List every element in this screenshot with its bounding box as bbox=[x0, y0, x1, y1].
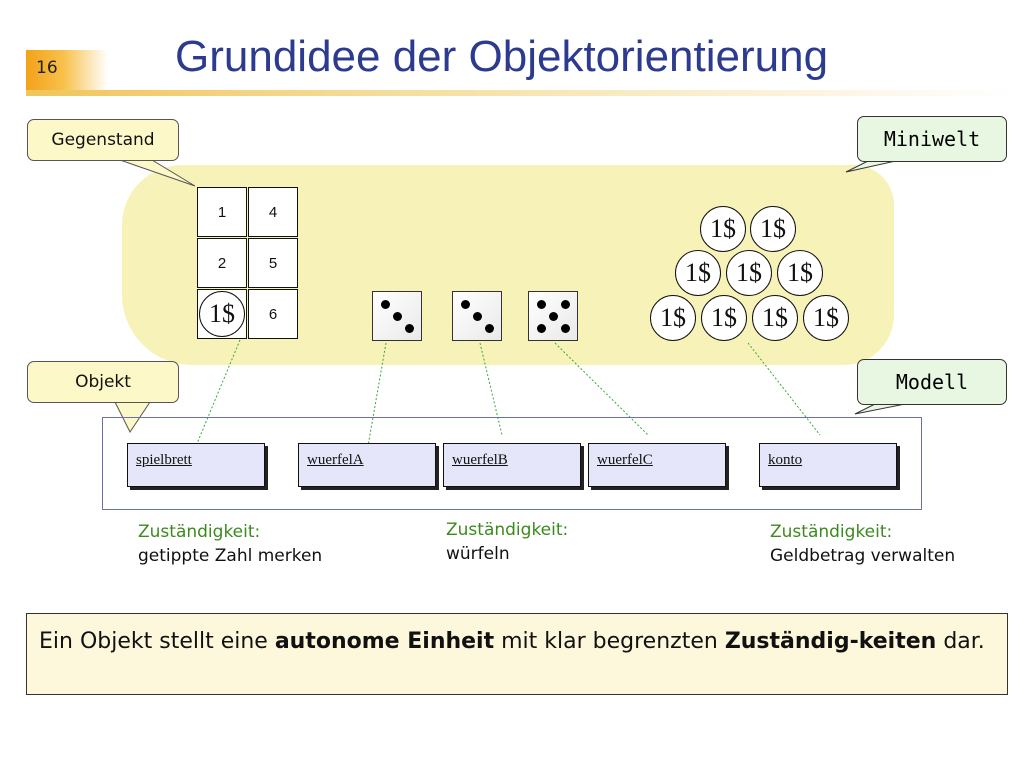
responsibility-spielbrett: Zuständigkeit: getippte Zahl merken bbox=[138, 522, 398, 566]
summary-text: mit klar begrenzten bbox=[494, 629, 725, 654]
board-cell-bet: 1$ bbox=[197, 289, 247, 339]
responsibility-body: würfeln bbox=[446, 544, 510, 564]
board-cell: 6 bbox=[248, 289, 298, 339]
summary-text: Ein Objekt stellt eine bbox=[39, 629, 275, 654]
responsibility-body: getippte Zahl merken bbox=[138, 546, 323, 566]
object-wuerfelC: wuerfelC bbox=[588, 443, 726, 487]
die-pip bbox=[549, 312, 558, 321]
die-pip bbox=[381, 300, 390, 309]
dollar-coin: 1$ bbox=[701, 295, 747, 341]
object-wuerfelB: wuerfelB bbox=[443, 443, 581, 487]
dollar-coin: 1$ bbox=[675, 250, 721, 296]
die-pip bbox=[537, 300, 546, 309]
dollar-coin: 1$ bbox=[726, 250, 772, 296]
slide-title: Grundidee der Objektorientierung bbox=[175, 32, 829, 81]
die-pip bbox=[393, 312, 402, 321]
dollar-coin: 1$ bbox=[777, 250, 823, 296]
die-pip bbox=[561, 324, 570, 333]
dollar-coin: 1$ bbox=[803, 295, 849, 341]
gegenstand-pointer bbox=[119, 159, 196, 187]
responsibility-head: Zuständigkeit: bbox=[138, 522, 261, 542]
slide-number: 16 bbox=[26, 50, 108, 90]
object-konto: konto bbox=[759, 443, 897, 487]
responsibility-wuerfel: Zuständigkeit: würfeln bbox=[446, 520, 646, 564]
connector-konto bbox=[747, 342, 821, 436]
modell-pointer bbox=[854, 403, 906, 415]
gegenstand-callout: Gegenstand bbox=[27, 119, 179, 161]
die-pip bbox=[537, 324, 546, 333]
responsibility-body: Geldbetrag verwalten bbox=[770, 546, 956, 566]
connector-wuerfelA bbox=[367, 342, 387, 447]
dollar-coin: 1$ bbox=[700, 206, 746, 252]
connector-wuerfelC bbox=[554, 342, 649, 436]
die-pip bbox=[561, 300, 570, 309]
bet-coin: 1$ bbox=[199, 291, 245, 337]
coin-pyramid: 1$ 1$ 1$ 1$ 1$ 1$ 1$ 1$ 1$ bbox=[648, 206, 858, 346]
dollar-coin: 1$ bbox=[752, 295, 798, 341]
responsibility-konto: Zuständigkeit: Geldbetrag verwalten bbox=[770, 522, 1020, 566]
miniwelt-callout: Miniwelt bbox=[857, 116, 1007, 162]
dollar-coin: 1$ bbox=[750, 206, 796, 252]
board-cell: 4 bbox=[248, 187, 298, 237]
title-rule bbox=[26, 90, 1016, 96]
dollar-coin: 1$ bbox=[650, 295, 696, 341]
summary-box: Ein Objekt stellt eine autonome Einheit … bbox=[26, 613, 1008, 695]
responsibility-head: Zuständigkeit: bbox=[770, 522, 893, 542]
die-pip bbox=[461, 300, 470, 309]
die-three-a bbox=[372, 291, 422, 341]
die-three-b bbox=[452, 291, 502, 341]
game-board: 1 4 2 5 1$ 6 bbox=[197, 187, 300, 342]
die-five bbox=[528, 291, 578, 341]
board-cell: 5 bbox=[248, 238, 298, 288]
responsibility-head: Zuständigkeit: bbox=[446, 520, 569, 540]
board-cell: 2 bbox=[197, 238, 247, 288]
board-cell: 1 bbox=[197, 187, 247, 237]
die-pip bbox=[485, 324, 494, 333]
modell-frame bbox=[102, 417, 922, 510]
die-pip bbox=[405, 324, 414, 333]
summary-emphasis: Zuständig-keiten bbox=[724, 629, 937, 654]
summary-emphasis: autonome Einheit bbox=[274, 629, 495, 654]
objekt-callout: Objekt bbox=[27, 361, 179, 403]
modell-callout: Modell bbox=[857, 359, 1007, 405]
connector-spielbrett bbox=[195, 339, 241, 447]
die-pip bbox=[473, 312, 482, 321]
object-spielbrett: spielbrett bbox=[127, 443, 265, 487]
summary-text: dar. bbox=[936, 629, 985, 654]
object-wuerfelA: wuerfelA bbox=[298, 443, 436, 487]
